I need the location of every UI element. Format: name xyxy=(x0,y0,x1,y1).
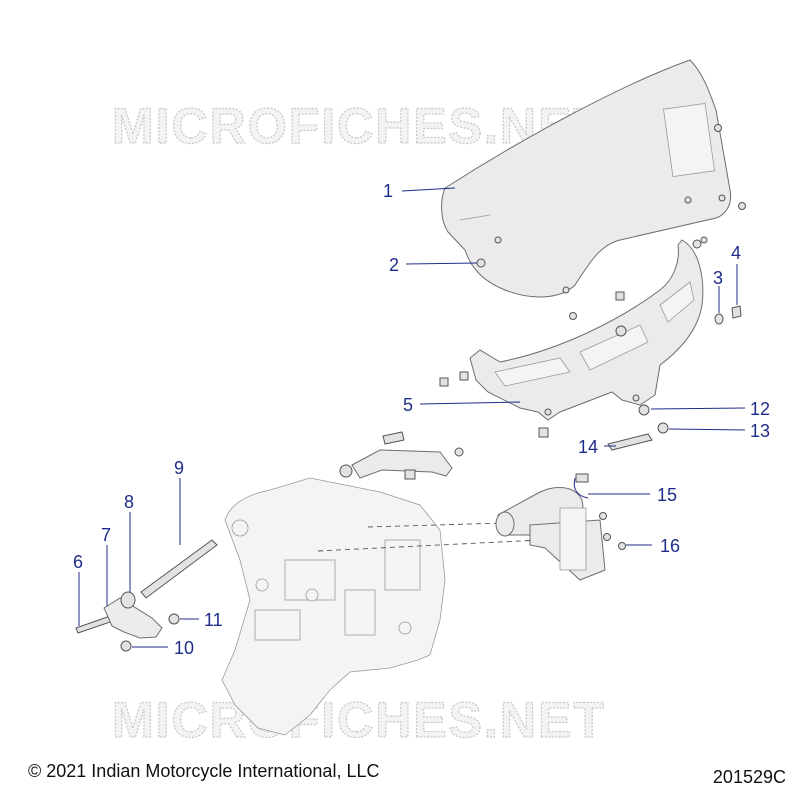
callout-labels: 1 2 3 4 5 6 7 8 9 10 11 12 13 14 15 16 xyxy=(73,181,770,658)
callout-2: 2 xyxy=(389,255,399,275)
part-windshield-bracket[interactable] xyxy=(469,239,704,421)
callout-7: 7 xyxy=(101,525,111,545)
part-bushing-8[interactable] xyxy=(120,591,136,609)
callout-1: 1 xyxy=(383,181,393,201)
callout-11: 11 xyxy=(204,610,223,630)
callout-15: 15 xyxy=(657,485,677,505)
part-nut-12[interactable] xyxy=(638,404,650,416)
part-washer-3[interactable] xyxy=(714,313,724,325)
callout-16: 16 xyxy=(660,536,680,556)
part-fastener-2[interactable] xyxy=(476,258,486,268)
part-bolt-14[interactable] xyxy=(607,433,653,451)
callout-9: 9 xyxy=(174,458,184,478)
fairing-frame xyxy=(221,477,446,736)
part-shaft-9[interactable] xyxy=(140,539,218,599)
part-clip-4[interactable] xyxy=(731,305,742,319)
watermark-bottom: MICROFICHES.NET xyxy=(112,692,606,748)
part-nut-11[interactable] xyxy=(168,613,180,625)
callout-5: 5 xyxy=(403,395,413,415)
bracket-hardware xyxy=(439,236,708,438)
leader-lines xyxy=(78,187,746,648)
copyright-notice: © 2021 Indian Motorcycle International, … xyxy=(28,761,380,781)
callout-10: 10 xyxy=(174,638,194,658)
callout-13: 13 xyxy=(750,421,770,441)
watermark-top: MICROFICHES.NET xyxy=(112,98,606,154)
windshield-fasteners xyxy=(714,124,746,210)
callout-3: 3 xyxy=(713,268,723,288)
callout-4: 4 xyxy=(731,243,741,263)
part-actuator-motor[interactable] xyxy=(495,473,606,581)
part-windshield[interactable] xyxy=(441,59,732,298)
part-nut-13[interactable] xyxy=(657,422,669,434)
part-actuator-screws[interactable] xyxy=(599,512,626,550)
diagram-number: 201529C xyxy=(712,767,786,787)
part-link-arm xyxy=(339,431,464,480)
callout-8: 8 xyxy=(124,492,134,512)
callout-6: 6 xyxy=(73,552,83,572)
projection-lines xyxy=(317,522,541,552)
callout-14: 14 xyxy=(578,437,598,457)
callout-12: 12 xyxy=(750,399,770,419)
part-screw-10[interactable] xyxy=(120,640,132,652)
